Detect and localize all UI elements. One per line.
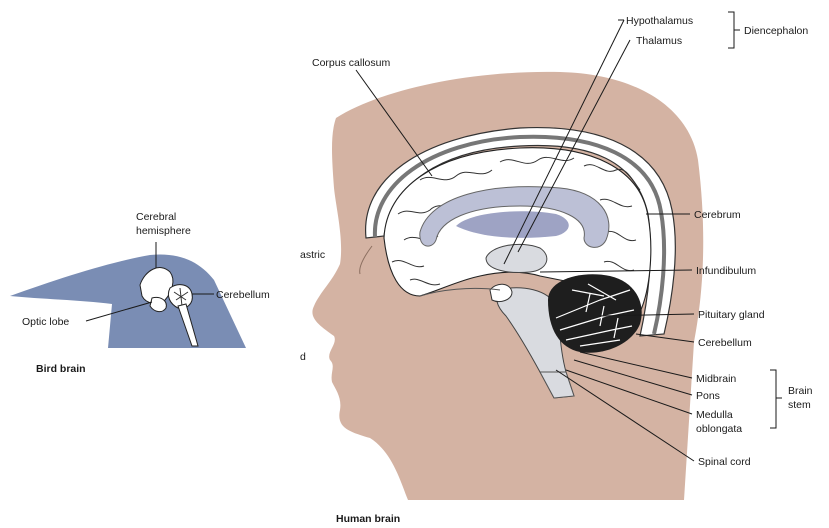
human-caption: Human brain bbox=[336, 513, 400, 525]
midbrain-label: Midbrain bbox=[696, 373, 736, 385]
bird-diagram: Cerebral hemisphere Cerebellum Optic lob… bbox=[10, 211, 270, 375]
bird-optic-lobe-shape bbox=[150, 297, 166, 311]
brain-stem-label-1: Brain bbox=[788, 385, 813, 397]
pituitary-shape bbox=[490, 284, 512, 301]
bird-caption: Bird brain bbox=[36, 363, 86, 375]
hypothalamus-label: Hypothalamus bbox=[626, 15, 693, 27]
medulla-label-2: oblongata bbox=[696, 423, 742, 435]
diencephalon-bracket bbox=[728, 12, 740, 48]
cerebellum-label: Cerebellum bbox=[698, 337, 752, 349]
bird-cerebellum-label: Cerebellum bbox=[216, 289, 270, 301]
brain-stem-bracket bbox=[770, 370, 782, 428]
d-fragment: d bbox=[300, 351, 306, 363]
diencephalon-label: Diencephalon bbox=[744, 25, 808, 37]
thalamus-label: Thalamus bbox=[636, 35, 682, 47]
pituitary-gland-label: Pituitary gland bbox=[698, 309, 765, 321]
bird-cerebral-label-2: hemisphere bbox=[136, 225, 191, 237]
bird-optic-lobe-label: Optic lobe bbox=[22, 316, 69, 328]
pons-label: Pons bbox=[696, 390, 720, 402]
bird-cerebral-label-1: Cerebral bbox=[136, 211, 176, 223]
corpus-callosum-label: Corpus callosum bbox=[312, 57, 390, 69]
spinal-cord-label: Spinal cord bbox=[698, 456, 751, 468]
brain-stem-label-2: stem bbox=[788, 399, 811, 411]
medulla-label-1: Medulla bbox=[696, 409, 733, 421]
gastric-fragment: astric bbox=[300, 249, 325, 261]
bird-head-silhouette bbox=[10, 254, 246, 348]
infundibulum-label: Infundibulum bbox=[696, 265, 756, 277]
cerebrum-label: Cerebrum bbox=[694, 209, 741, 221]
human-diagram bbox=[312, 72, 703, 500]
thalamus-region bbox=[486, 244, 547, 272]
